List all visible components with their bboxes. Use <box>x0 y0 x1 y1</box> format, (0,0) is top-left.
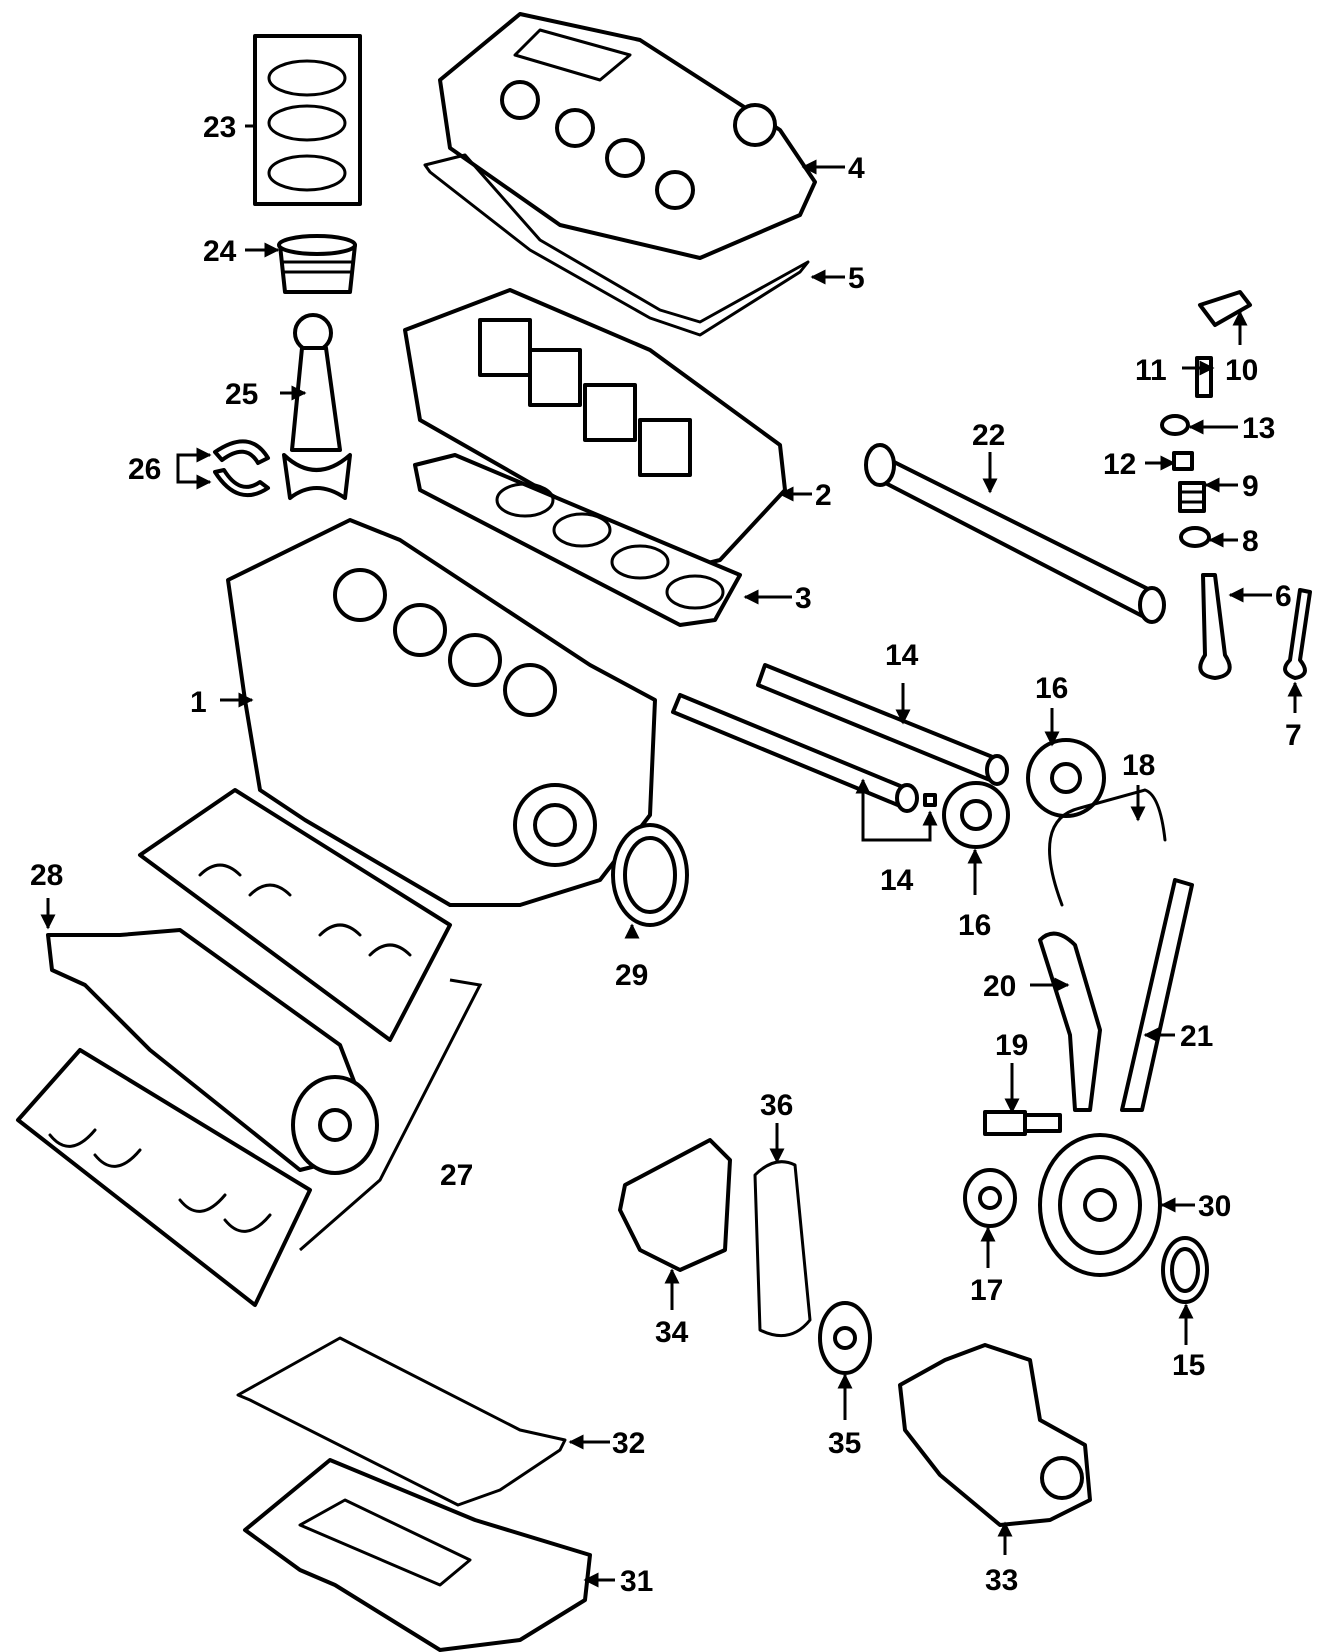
crank-gear[interactable] <box>963 1168 1017 1228</box>
rocker-arm[interactable] <box>1198 290 1252 327</box>
front-crank-seal[interactable] <box>1161 1236 1209 1304</box>
callout-19: 19 <box>995 1029 1028 1062</box>
engine-block[interactable] <box>226 518 657 907</box>
callout-22: 22 <box>972 419 1005 452</box>
cylinder-head[interactable] <box>403 288 787 572</box>
head-gasket[interactable] <box>413 453 742 627</box>
callout-7: 7 <box>1285 719 1302 752</box>
spring-retainer[interactable] <box>1179 526 1211 548</box>
callout-24: 24 <box>203 235 237 268</box>
tensioner-arm[interactable] <box>1038 931 1102 1112</box>
valve-seal[interactable] <box>1172 451 1194 471</box>
callout-25: 25 <box>225 378 258 411</box>
callout-34: 34 <box>655 1316 689 1349</box>
callout-16a: 16 <box>1035 672 1068 705</box>
callout-8: 8 <box>1242 525 1259 558</box>
callout-6: 6 <box>1275 580 1292 613</box>
oil-pump[interactable] <box>898 1343 1092 1527</box>
callout-23: 23 <box>203 111 236 144</box>
callout-16b: 16 <box>958 909 991 942</box>
callout-13: 13 <box>1242 412 1275 445</box>
callout-26: 26 <box>128 453 161 486</box>
cam-sprocket[interactable] <box>942 781 1010 849</box>
exhaust-valve[interactable] <box>1283 588 1312 680</box>
oil-pan[interactable] <box>243 1458 592 1652</box>
camshaft-upper[interactable] <box>864 443 1166 624</box>
callout-3: 3 <box>795 582 812 615</box>
piston-ring-set[interactable] <box>253 34 362 206</box>
callout-33: 33 <box>985 1564 1018 1597</box>
callout-28: 28 <box>30 859 63 892</box>
oil-pan-gasket[interactable] <box>236 1336 567 1507</box>
valve-cover[interactable] <box>438 12 817 260</box>
callout-9: 9 <box>1242 470 1259 503</box>
piston[interactable] <box>277 234 357 294</box>
camshaft-intake[interactable] <box>756 663 1009 786</box>
connecting-rod[interactable] <box>282 313 352 500</box>
intake-valve[interactable] <box>1198 573 1232 680</box>
callout-5: 5 <box>848 262 865 295</box>
callout-labels: 1 2 3 4 5 6 7 8 9 10 11 12 13 14 14 15 1… <box>30 111 1302 1598</box>
callout-14a: 14 <box>885 639 919 672</box>
cam-phaser[interactable] <box>1026 738 1106 818</box>
callout-14b: 14 <box>880 864 914 897</box>
timing-chain[interactable] <box>1048 788 1167 907</box>
valve-keeper[interactable] <box>1160 414 1190 436</box>
callout-35: 35 <box>828 1427 861 1460</box>
callout-32: 32 <box>612 1427 645 1460</box>
callout-36: 36 <box>760 1089 793 1122</box>
callout-20: 20 <box>983 970 1016 1003</box>
chain-tensioner[interactable] <box>983 1110 1062 1136</box>
main-bearings-upper[interactable] <box>138 788 452 1042</box>
harmonic-balancer[interactable] <box>1038 1133 1162 1277</box>
callout-29: 29 <box>615 959 648 992</box>
callout-31: 31 <box>620 1565 653 1598</box>
timing-cover[interactable] <box>618 1138 732 1272</box>
valve-spring[interactable] <box>1178 481 1206 513</box>
drive-belt[interactable] <box>753 1160 812 1338</box>
callout-18: 18 <box>1122 749 1155 782</box>
valve-cover-gasket[interactable] <box>423 153 810 337</box>
callout-30: 30 <box>1198 1190 1231 1223</box>
callout-11: 11 <box>1135 354 1167 387</box>
callout-2: 2 <box>815 479 832 512</box>
crank-sprocket[interactable] <box>818 1301 872 1375</box>
rear-main-seal[interactable] <box>611 823 689 927</box>
chain-guide[interactable] <box>1120 878 1194 1112</box>
callout-15: 15 <box>1172 1349 1205 1382</box>
callout-4: 4 <box>848 152 865 185</box>
lash-adjuster[interactable] <box>1195 356 1213 398</box>
callout-12: 12 <box>1103 448 1136 481</box>
callout-27: 27 <box>440 1159 473 1192</box>
crankshaft[interactable] <box>46 928 379 1175</box>
callout-21: 21 <box>1180 1020 1213 1053</box>
callout-27-bracket <box>299 978 483 1252</box>
callout-leaders <box>40 124 1303 1588</box>
camshaft-exhaust[interactable] <box>671 693 937 813</box>
callout-10: 10 <box>1225 354 1258 387</box>
callout-1: 1 <box>190 686 207 719</box>
callout-17: 17 <box>970 1274 1003 1307</box>
main-bearings-lower[interactable] <box>16 1048 312 1307</box>
rod-bearings[interactable] <box>213 439 270 498</box>
